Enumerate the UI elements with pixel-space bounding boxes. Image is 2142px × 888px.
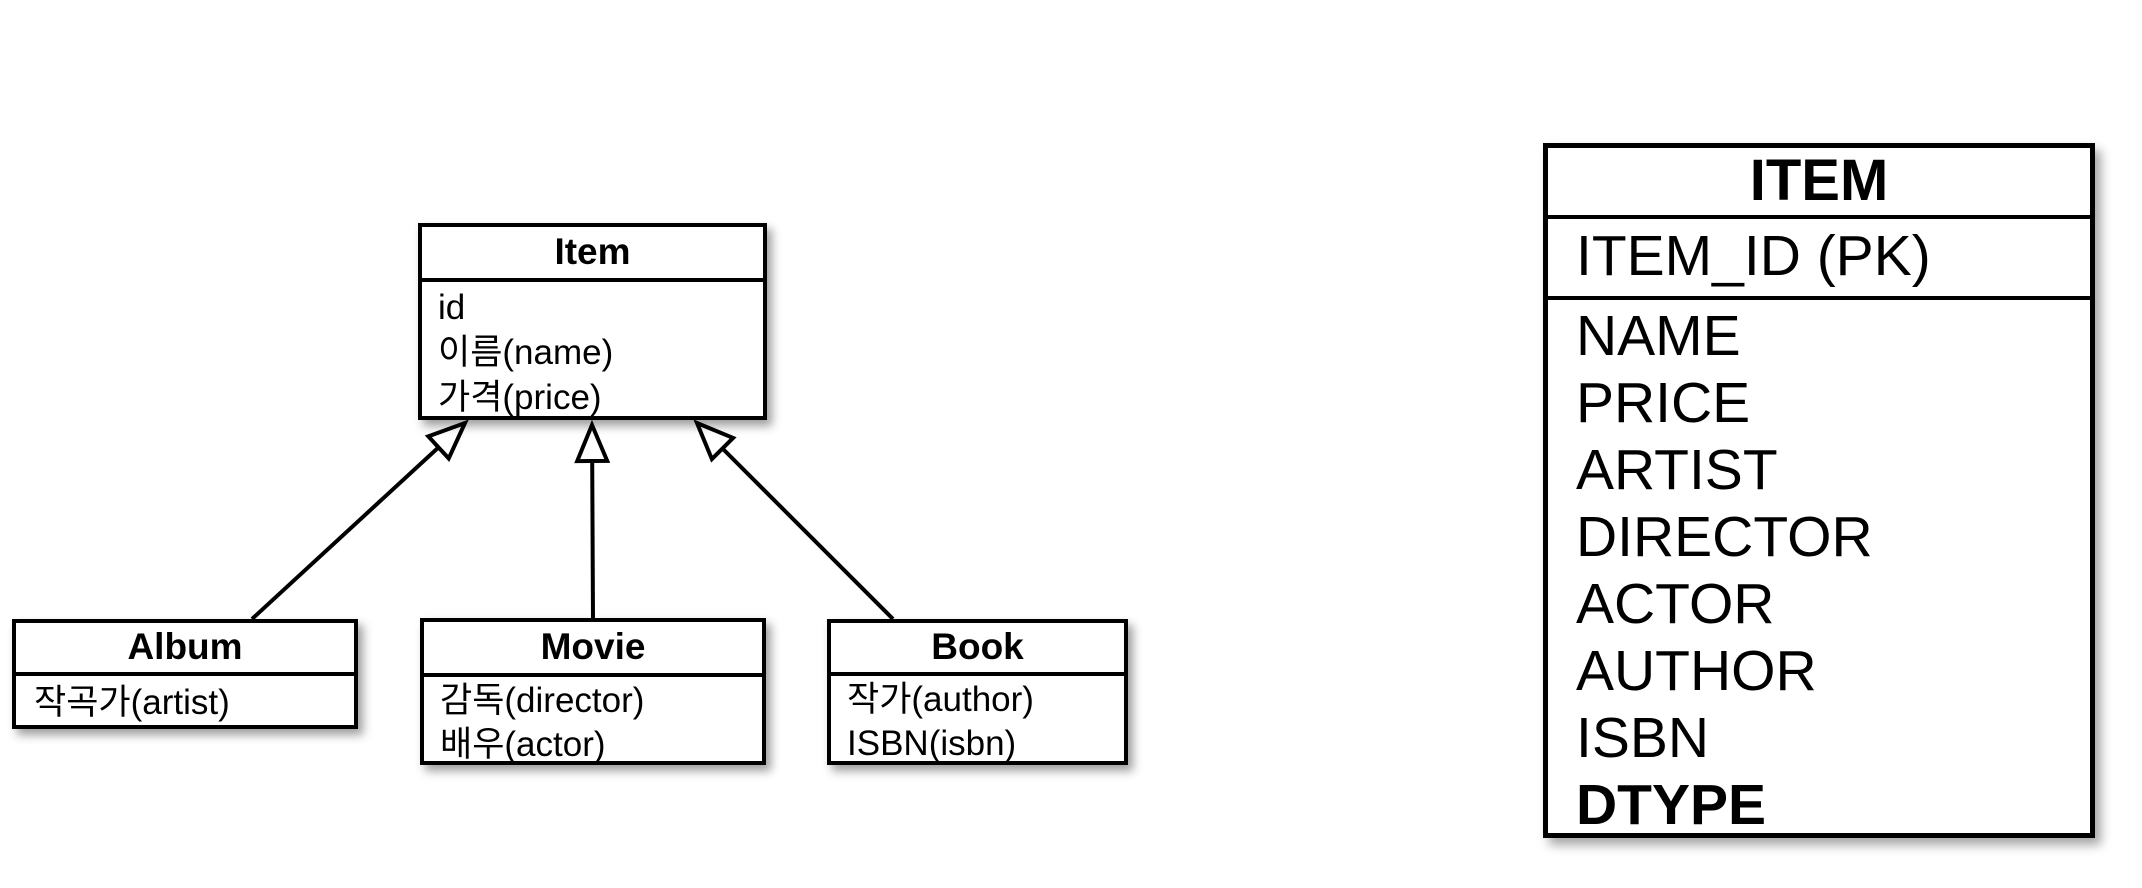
db-table-columns: NAME PRICE ARTIST DIRECTOR ACTOR AUTHOR … (1548, 300, 2090, 839)
uml-class-movie-title: Movie (424, 622, 762, 677)
hollow-triangle-arrowhead (574, 419, 611, 464)
uml-class-movie: Movie 감독(director) 배우(actor) (420, 618, 766, 765)
db-column: NAME (1576, 304, 1741, 368)
db-table-primary-key: ITEM_ID (PK) (1548, 219, 2090, 300)
uml-class-item-title: Item (422, 227, 763, 282)
uml-class-movie-attributes: 감독(director) 배우(actor) (424, 677, 762, 767)
db-column: PRICE (1576, 371, 1751, 435)
uml-attribute: ISBN(isbn) (847, 724, 1017, 763)
uml-attribute: 가격(price) (438, 378, 602, 417)
db-column: ARTIST (1576, 438, 1778, 502)
uml-class-album: Album 작곡가(artist) (12, 619, 358, 729)
uml-attribute: 배우(actor) (440, 725, 606, 764)
hollow-triangle-arrowhead (424, 419, 469, 462)
hollow-triangle-arrowhead (693, 419, 737, 463)
db-table-item: ITEM ITEM_ID (PK) NAME PRICE ARTIST DIRE… (1543, 143, 2095, 838)
db-column: AUTHOR (1576, 639, 1817, 703)
uml-class-book-attributes: 작가(author) ISBN(isbn) (831, 676, 1124, 766)
uml-attribute: 이름(name) (438, 333, 614, 372)
db-column: ISBN (1576, 706, 1710, 770)
uml-class-item: Item id 이름(name) 가격(price) (418, 223, 767, 420)
db-column: ACTOR (1576, 572, 1775, 636)
db-column-dtype: DTYPE (1576, 773, 1767, 837)
uml-class-book-title: Book (831, 623, 1124, 676)
generalization-arrow-movie-to-item (574, 419, 611, 621)
uml-attribute: 작가(author) (847, 680, 1034, 719)
uml-class-album-title: Album (16, 623, 354, 676)
uml-attribute: id (438, 288, 466, 327)
uml-class-book: Book 작가(author) ISBN(isbn) (827, 619, 1128, 765)
uml-attribute: 작곡가(artist) (34, 683, 230, 722)
uml-class-album-attributes: 작곡가(artist) (16, 676, 354, 725)
uml-attribute: 감독(director) (440, 681, 645, 720)
generalization-arrow-album-to-item (250, 419, 469, 621)
db-table-title: ITEM (1548, 148, 2090, 219)
db-column: DIRECTOR (1576, 505, 1873, 569)
uml-class-item-attributes: id 이름(name) 가격(price) (422, 282, 763, 420)
generalization-arrow-book-to-item (693, 419, 895, 621)
